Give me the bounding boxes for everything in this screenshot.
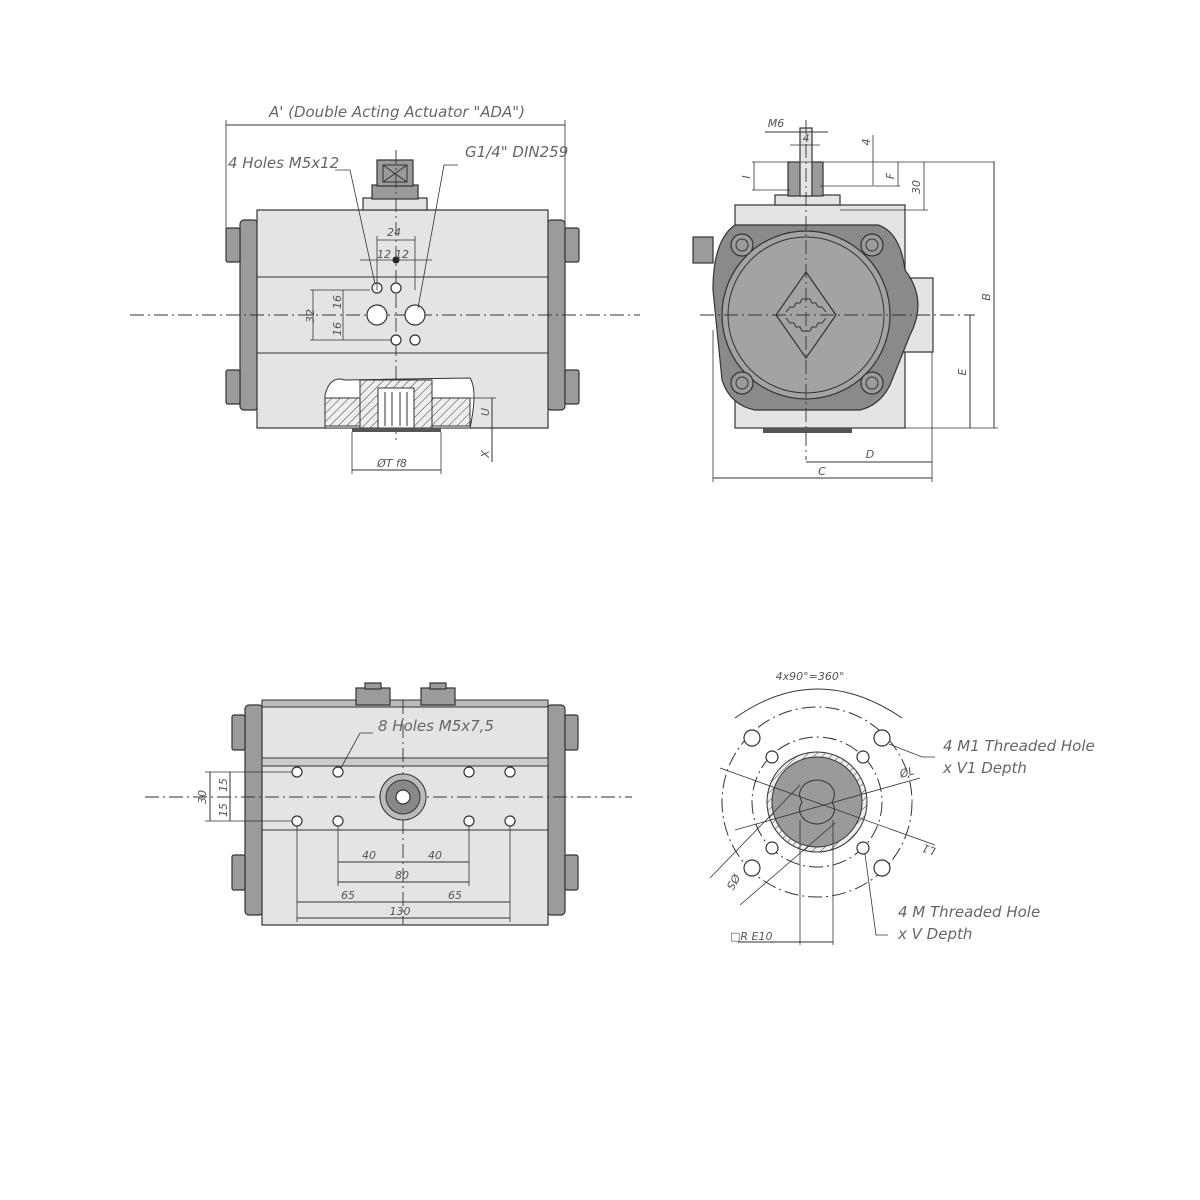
dim-d: D	[866, 448, 874, 461]
dim-65: 65	[341, 889, 355, 902]
dim-16: 16	[331, 295, 344, 309]
dim-80: 80	[395, 869, 409, 882]
stud	[225, 369, 241, 405]
dim-65: 65	[448, 889, 462, 902]
dim-4: 4	[860, 139, 873, 146]
dim-12: 12	[395, 248, 409, 261]
dim-16: 16	[331, 322, 344, 336]
front-view: A' (Double Acting Actuator "ADA") 24 12 …	[130, 103, 640, 474]
bolt	[692, 236, 714, 264]
m1-note-line2: x V1 Depth	[942, 759, 1027, 777]
dim-m6: M6	[768, 117, 785, 130]
dim-40: 40	[362, 849, 376, 862]
m-note-line2: x V Depth	[897, 925, 972, 943]
m-note-line1: 4 M Threaded Hole	[898, 903, 1040, 921]
dim-40: 40	[428, 849, 442, 862]
dim-l: ØL	[897, 764, 916, 781]
cap-bolts	[730, 233, 884, 395]
angle-note: 4x90°=360°	[776, 670, 845, 683]
dim-t: ØT f8	[376, 457, 407, 470]
flange-view: 4x90°=360° □R E10 ØL L1 ØS 4 M1 Threaded…	[709, 670, 1095, 945]
dim-15: 15	[217, 778, 230, 792]
dim-i: I	[740, 175, 753, 178]
holes-note: 8 Holes M5x7,5	[378, 717, 494, 735]
stud	[564, 227, 580, 263]
dim-c: C	[818, 465, 826, 478]
dim-u: U	[479, 408, 492, 416]
rack-pinion-logo	[775, 270, 837, 360]
dim-15: 15	[217, 803, 230, 817]
dim-b: B	[980, 293, 993, 301]
dim-32: 32	[304, 309, 317, 323]
port-note: G1/4" DIN259	[465, 143, 568, 161]
stud	[225, 227, 241, 263]
dim-30: 30	[910, 180, 923, 194]
dim-f: F	[884, 172, 897, 179]
dim-24: 24	[387, 226, 401, 239]
dim-l1: L1	[920, 841, 937, 858]
dim-12: 12	[377, 248, 391, 261]
nut	[355, 687, 391, 706]
flange-holes	[743, 729, 891, 877]
dim-r: □R E10	[730, 930, 772, 943]
dim-30: 30	[196, 790, 209, 804]
m1-note-line1: 4 M1 Threaded Hole	[943, 737, 1095, 755]
position-indicator	[362, 159, 428, 211]
stud	[564, 369, 580, 405]
dim-s: ØS	[723, 871, 743, 892]
dim-e: E	[956, 368, 969, 375]
bottom-view: 30 15 15 40 40 80 65 65 130 8 Holes M5x7…	[145, 682, 632, 926]
nut	[420, 687, 456, 706]
holes-note: 4 Holes M5x12	[228, 154, 339, 172]
dim-x: X	[479, 450, 492, 459]
section-cutaway	[324, 377, 475, 432]
dim-4: 4	[803, 132, 810, 145]
side-view: M6 4 4 I F 30 B E D C	[692, 117, 998, 482]
dimension-a-label: A' (Double Acting Actuator "ADA")	[268, 103, 525, 121]
mounting-holes	[291, 766, 516, 827]
dim-130: 130	[390, 905, 411, 918]
